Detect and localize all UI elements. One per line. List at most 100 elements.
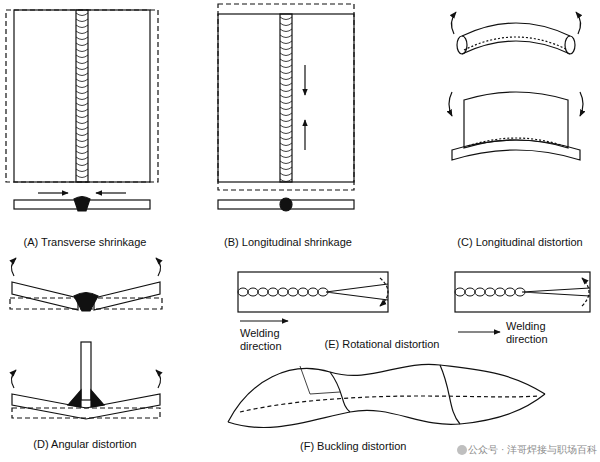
bead-ripple bbox=[278, 288, 288, 296]
bead-ripple bbox=[76, 103, 88, 106]
bead-ripple bbox=[280, 113, 292, 116]
bead-ripple bbox=[280, 173, 292, 176]
bead-ripple bbox=[76, 31, 88, 34]
bead-ripple bbox=[280, 53, 292, 56]
bead-ripple bbox=[76, 175, 88, 178]
plate bbox=[12, 282, 78, 310]
bead-ripple bbox=[268, 288, 278, 296]
bead-ripple bbox=[248, 288, 258, 296]
closing-gap bbox=[522, 288, 590, 296]
bead-ripple bbox=[76, 157, 88, 160]
rotation-arrow bbox=[380, 278, 388, 306]
buckle-fold bbox=[440, 365, 460, 424]
bend-arrow bbox=[580, 92, 583, 116]
weld-bead bbox=[280, 14, 292, 182]
bead-ripple bbox=[280, 179, 292, 182]
bead-ripple bbox=[76, 61, 88, 64]
bead-ripple bbox=[280, 167, 292, 170]
figure-caption: (B) Longitudinal shrinkage bbox=[224, 236, 352, 249]
bead-ripple bbox=[76, 49, 88, 52]
buckle-crease bbox=[300, 366, 340, 394]
weld-section bbox=[280, 198, 292, 211]
buckled-plate bbox=[228, 364, 545, 422]
bend-arrow bbox=[11, 258, 16, 276]
bead-ripple bbox=[298, 288, 308, 296]
plate bbox=[14, 10, 150, 182]
bend-arrow bbox=[449, 92, 452, 116]
bead-ripple bbox=[76, 79, 88, 82]
bead-ripple bbox=[76, 55, 88, 58]
bead-ripple bbox=[76, 13, 88, 16]
bead-ripple bbox=[76, 145, 88, 148]
bead-ripple bbox=[280, 59, 292, 62]
bead-ripple bbox=[76, 91, 88, 94]
direction-arrow bbox=[240, 320, 288, 321]
bead-ripple bbox=[280, 41, 292, 44]
direction-label: Welding direction bbox=[240, 327, 300, 352]
figure-caption: (C) Longitudinal distortion bbox=[457, 236, 582, 249]
original-outline bbox=[218, 4, 354, 190]
bead-ripple bbox=[76, 43, 88, 46]
bead-ripple bbox=[280, 83, 292, 86]
watermark: 公众号 · 洋哥焊接与职场百科 bbox=[468, 444, 597, 456]
shrink-arrow bbox=[38, 192, 68, 193]
bead-ripple bbox=[76, 25, 88, 28]
stem-plate bbox=[81, 342, 91, 400]
bend-arrow bbox=[156, 370, 161, 388]
bead-ripple bbox=[76, 67, 88, 70]
weld-section bbox=[74, 197, 90, 212]
bend-arrow bbox=[11, 370, 16, 388]
fillet-weld bbox=[68, 390, 81, 407]
bead-ripple bbox=[280, 23, 292, 26]
weld-line bbox=[468, 138, 564, 146]
bead-ripple bbox=[76, 85, 88, 88]
direction-label: Welding direction bbox=[506, 320, 566, 345]
weld-line bbox=[464, 37, 568, 50]
bead-ripple bbox=[485, 288, 495, 296]
bead-ripple bbox=[280, 101, 292, 104]
bead-ripple bbox=[280, 125, 292, 128]
rotation-arrow bbox=[582, 278, 589, 306]
bead-ripple bbox=[280, 137, 292, 140]
bend-arrow bbox=[451, 12, 456, 34]
fillet-weld bbox=[91, 390, 104, 407]
bead-ripple bbox=[280, 143, 292, 146]
direction-arrow bbox=[458, 331, 500, 332]
bead-ripple bbox=[76, 151, 88, 154]
tube-end bbox=[565, 36, 575, 54]
bead-ripple bbox=[280, 119, 292, 122]
figure-caption: (D) Angular distortion bbox=[33, 438, 136, 451]
weld-bead bbox=[76, 10, 88, 182]
bead-ripple bbox=[280, 131, 292, 134]
plate bbox=[218, 14, 354, 182]
bead-ripple bbox=[280, 155, 292, 158]
figure-caption: (F) Buckling distortion bbox=[300, 440, 406, 453]
bead-ripple bbox=[280, 161, 292, 164]
bead-ripple bbox=[76, 163, 88, 166]
bead-ripple bbox=[238, 288, 248, 296]
bead-ripple bbox=[475, 288, 485, 296]
tube bbox=[462, 41, 570, 54]
bead-ripple bbox=[76, 133, 88, 136]
bead-ripple bbox=[76, 109, 88, 112]
bead-ripple bbox=[280, 29, 292, 32]
bead-ripple bbox=[280, 35, 292, 38]
bead-ripple bbox=[280, 65, 292, 68]
buckled-plate bbox=[228, 394, 545, 428]
bead-ripple bbox=[455, 288, 465, 296]
bead-ripple bbox=[280, 149, 292, 152]
bend-arrow bbox=[576, 12, 581, 34]
bead-ripple bbox=[280, 95, 292, 98]
bead-ripple bbox=[280, 107, 292, 110]
weld-line bbox=[240, 396, 538, 412]
bead-ripple bbox=[280, 89, 292, 92]
weld-section bbox=[74, 293, 98, 312]
plate bbox=[94, 282, 160, 310]
bead-ripple bbox=[288, 288, 298, 296]
plate bbox=[455, 272, 590, 312]
bead-ripple bbox=[76, 127, 88, 130]
original-outline bbox=[6, 10, 158, 182]
bead-ripple bbox=[308, 288, 318, 296]
bead-ripple bbox=[76, 115, 88, 118]
